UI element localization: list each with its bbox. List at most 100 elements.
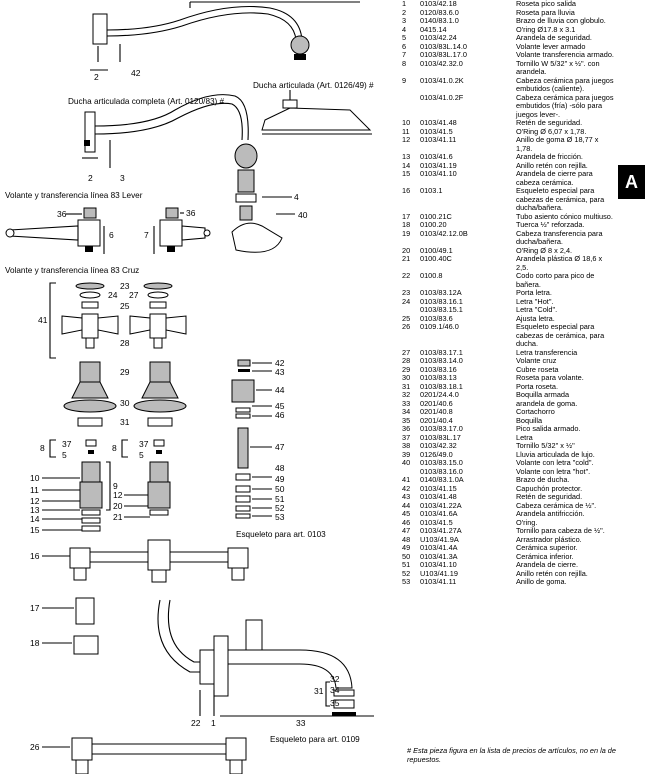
- part-code: 0140/83.1.0A: [420, 476, 464, 484]
- lever-handle-left: [5, 207, 101, 252]
- parts-row: 47 0103/41.27A Tornillo para cabeza de ½".: [402, 526, 615, 536]
- callout-37b: 36: [186, 208, 196, 218]
- part-code: 0103/42.24: [420, 34, 457, 42]
- part-code: 0103/83L.14.0: [420, 42, 467, 51]
- callout-50: 50: [275, 484, 285, 494]
- callout-34: 34: [330, 685, 340, 695]
- callout-3: 3: [120, 173, 125, 183]
- callout-38b: 37: [139, 439, 149, 449]
- callout-11: 11: [30, 485, 39, 495]
- part-code: 0100.40C: [420, 255, 452, 263]
- part-number: 8: [402, 58, 407, 68]
- part-number: 36: [402, 424, 411, 433]
- part-code: 0103/83.16.0: [420, 467, 463, 476]
- part-number: 35: [402, 415, 411, 425]
- callout-31: 31: [120, 417, 130, 427]
- part-code: 0100.20: [420, 221, 447, 229]
- part-number: 33: [402, 398, 411, 408]
- part-number: 44: [402, 500, 411, 510]
- part-code: U103/41.9A: [420, 535, 459, 544]
- part-description: Roseta para volante.: [516, 373, 584, 382]
- valve-body-16: [69, 539, 249, 583]
- tub-spout-assembly: [157, 599, 356, 716]
- part-description: Cabeza cerámica para juegos embutidos (c…: [516, 75, 614, 93]
- callout-13: 13: [30, 505, 40, 515]
- section-tab: A: [618, 165, 645, 199]
- part-number: 47: [402, 526, 411, 535]
- part-code: 0103/83.13: [420, 374, 457, 382]
- part-number: 28: [402, 356, 411, 365]
- part-code: 0103/41.11: [420, 136, 457, 144]
- part-description: Cerámica inferior.: [516, 551, 574, 561]
- part-number: 5: [402, 33, 407, 42]
- part-number: 32: [402, 390, 411, 399]
- callout-45: 45: [275, 401, 285, 411]
- part-number: 42: [402, 483, 411, 493]
- part-number: 20: [402, 245, 411, 255]
- part-code: 0103/41.27A: [420, 527, 462, 535]
- part-code: 0103/41.48: [420, 119, 457, 127]
- cross-handle-left: [61, 282, 119, 349]
- valve-body-26: [71, 737, 247, 774]
- part-description: Codo corto para pico de bañera.: [516, 271, 595, 289]
- part-description: Anillo de goma Ø 18,77 x 1,78.: [516, 135, 599, 153]
- part-description: Volante transferencia armado.: [516, 50, 614, 59]
- callout-25: 25: [120, 301, 130, 311]
- callout-43: 43: [275, 367, 285, 377]
- part-description: Volante con letra "hot".: [516, 466, 591, 476]
- lever-handle-right: [159, 207, 211, 252]
- part-code: 0103/83.16.1: [420, 297, 463, 306]
- cross-handle-right: [129, 282, 187, 349]
- part-code: 0201/40.8: [420, 408, 453, 416]
- part-number: 37: [402, 432, 411, 442]
- callout-5: 5: [62, 450, 67, 460]
- callout-23: 23: [120, 281, 130, 291]
- part-code: 0103/41.6: [420, 153, 453, 161]
- part-number: 10: [402, 118, 411, 127]
- part-code: 0201/40.6: [420, 399, 453, 408]
- callout-47: 47: [275, 442, 285, 452]
- part-number: 43: [402, 492, 411, 501]
- callout-51: 51: [275, 494, 285, 504]
- callout-39: 40: [298, 210, 308, 220]
- part-code: 0109.1/46.0: [420, 323, 459, 331]
- part-number: 16: [402, 186, 411, 195]
- part-code: 0103/83.6: [420, 314, 453, 323]
- part-number: 23: [402, 288, 411, 297]
- part-number: 41: [402, 475, 411, 484]
- part-description: O'Ring Ø 8 x 2,4.: [516, 245, 573, 255]
- part-number: 1: [402, 0, 407, 8]
- part-code: 0103/83.14.0: [420, 357, 463, 365]
- part-code: 0103/42.32: [420, 442, 457, 450]
- callout-16: 16: [30, 551, 40, 561]
- callout-21: 21: [113, 512, 123, 522]
- part-number: 50: [402, 551, 411, 561]
- callout-22: 22: [191, 718, 201, 728]
- part-description: Arandela de cierre para cabeza cerámica.: [516, 169, 593, 187]
- part-description: Roseta para lluvia: [516, 7, 575, 17]
- callout-9: 9: [113, 481, 118, 491]
- callout-7: 7: [144, 230, 149, 240]
- callout-37: 36: [57, 209, 67, 219]
- part-code: 0100.8: [420, 272, 443, 280]
- part-description: Tornillo para cabeza de ½".: [516, 526, 605, 535]
